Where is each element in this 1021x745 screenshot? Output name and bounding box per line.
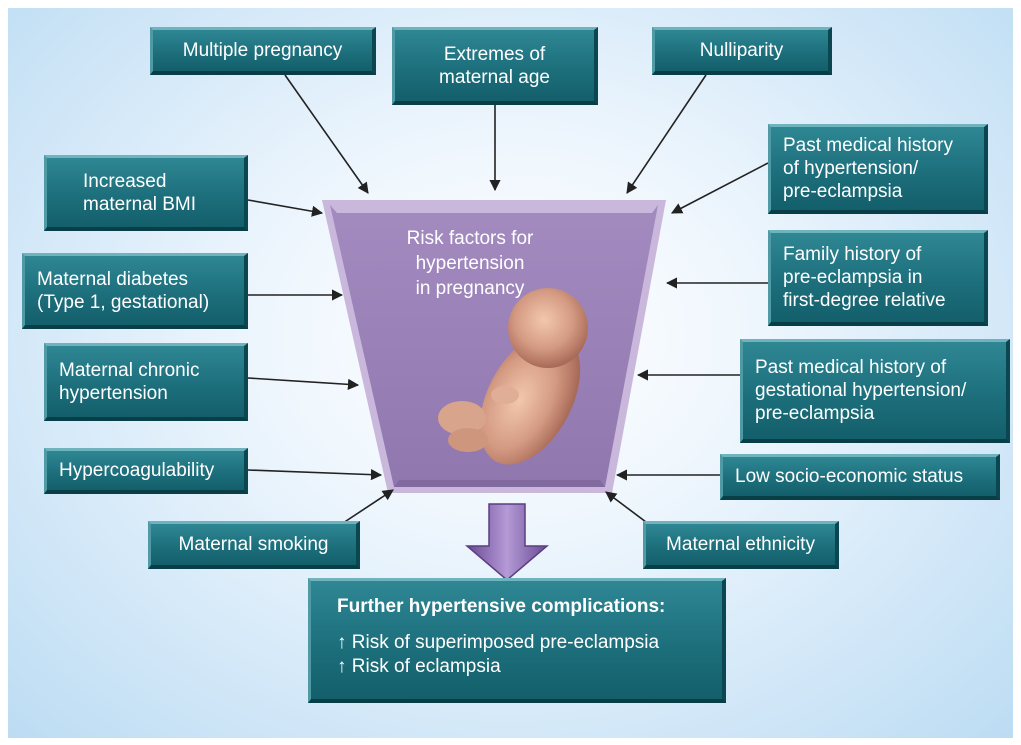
factor-label: Family history of <box>783 243 972 266</box>
factor-maternal-ethnicity: Maternal ethnicity <box>643 521 839 569</box>
factor-label: maternal age <box>439 66 550 89</box>
factor-label: of hypertension/ <box>783 157 972 180</box>
factor-label: Maternal diabetes <box>37 268 232 291</box>
factor-past-medical-history-hypertension: Past medical history of hypertension/ pr… <box>768 124 988 214</box>
outcome-item: ↑ Risk of superimposed pre-eclampsia <box>337 631 722 655</box>
factor-label: Low socio-economic status <box>735 465 984 488</box>
factor-label: Past medical history <box>783 134 972 157</box>
factor-maternal-diabetes: Maternal diabetes (Type 1, gestational) <box>22 253 248 329</box>
factor-maternal-chronic-hypertension: Maternal chronic hypertension <box>44 343 248 421</box>
factor-label: pre-eclampsia <box>783 180 972 203</box>
factor-family-history: Family history of pre-eclampsia in first… <box>768 230 988 326</box>
factor-maternal-smoking: Maternal smoking <box>148 521 360 569</box>
center-title-line: in pregnancy <box>350 276 590 301</box>
factor-extremes-maternal-age: Extremes of maternal age <box>392 27 598 105</box>
factor-increased-maternal-bmi: Increased maternal BMI <box>44 155 248 231</box>
factor-past-medical-history-gestational: Past medical history of gestational hype… <box>740 339 1010 443</box>
factor-label: Maternal ethnicity <box>666 533 815 556</box>
factor-nulliparity: Nulliparity <box>652 27 832 75</box>
factor-label: Maternal chronic <box>59 359 232 382</box>
factor-label: first-degree relative <box>783 289 972 312</box>
center-title: Risk factors for hypertension in pregnan… <box>350 226 590 301</box>
factor-low-socio-economic-status: Low socio-economic status <box>720 454 1000 500</box>
factor-label: Nulliparity <box>700 39 783 62</box>
outcome-title: Further hypertensive complications: <box>337 595 722 619</box>
factor-label: pre-eclampsia in <box>783 266 972 289</box>
outcome-arrow <box>467 504 547 580</box>
factor-multiple-pregnancy: Multiple pregnancy <box>150 27 376 75</box>
factor-label: Increased <box>83 170 232 193</box>
factor-label: Multiple pregnancy <box>183 39 342 62</box>
factor-label: Maternal smoking <box>179 533 329 556</box>
factor-label: Past medical history of <box>755 356 994 379</box>
factor-label: Hypercoagulability <box>59 459 232 482</box>
factor-label: (Type 1, gestational) <box>37 291 232 314</box>
factor-label: hypertension <box>59 382 232 405</box>
factor-hypercoagulability: Hypercoagulability <box>44 448 248 494</box>
factor-label: maternal BMI <box>83 193 232 216</box>
factor-label: gestational hypertension/ <box>755 379 994 402</box>
outcome-box: Further hypertensive complications: ↑ Ri… <box>308 578 726 703</box>
outcome-item: ↑ Risk of eclampsia <box>337 655 722 679</box>
factor-label: pre-eclampsia <box>755 402 994 425</box>
factor-label: Extremes of <box>444 43 545 66</box>
center-title-line: Risk factors for hypertension <box>350 226 590 276</box>
